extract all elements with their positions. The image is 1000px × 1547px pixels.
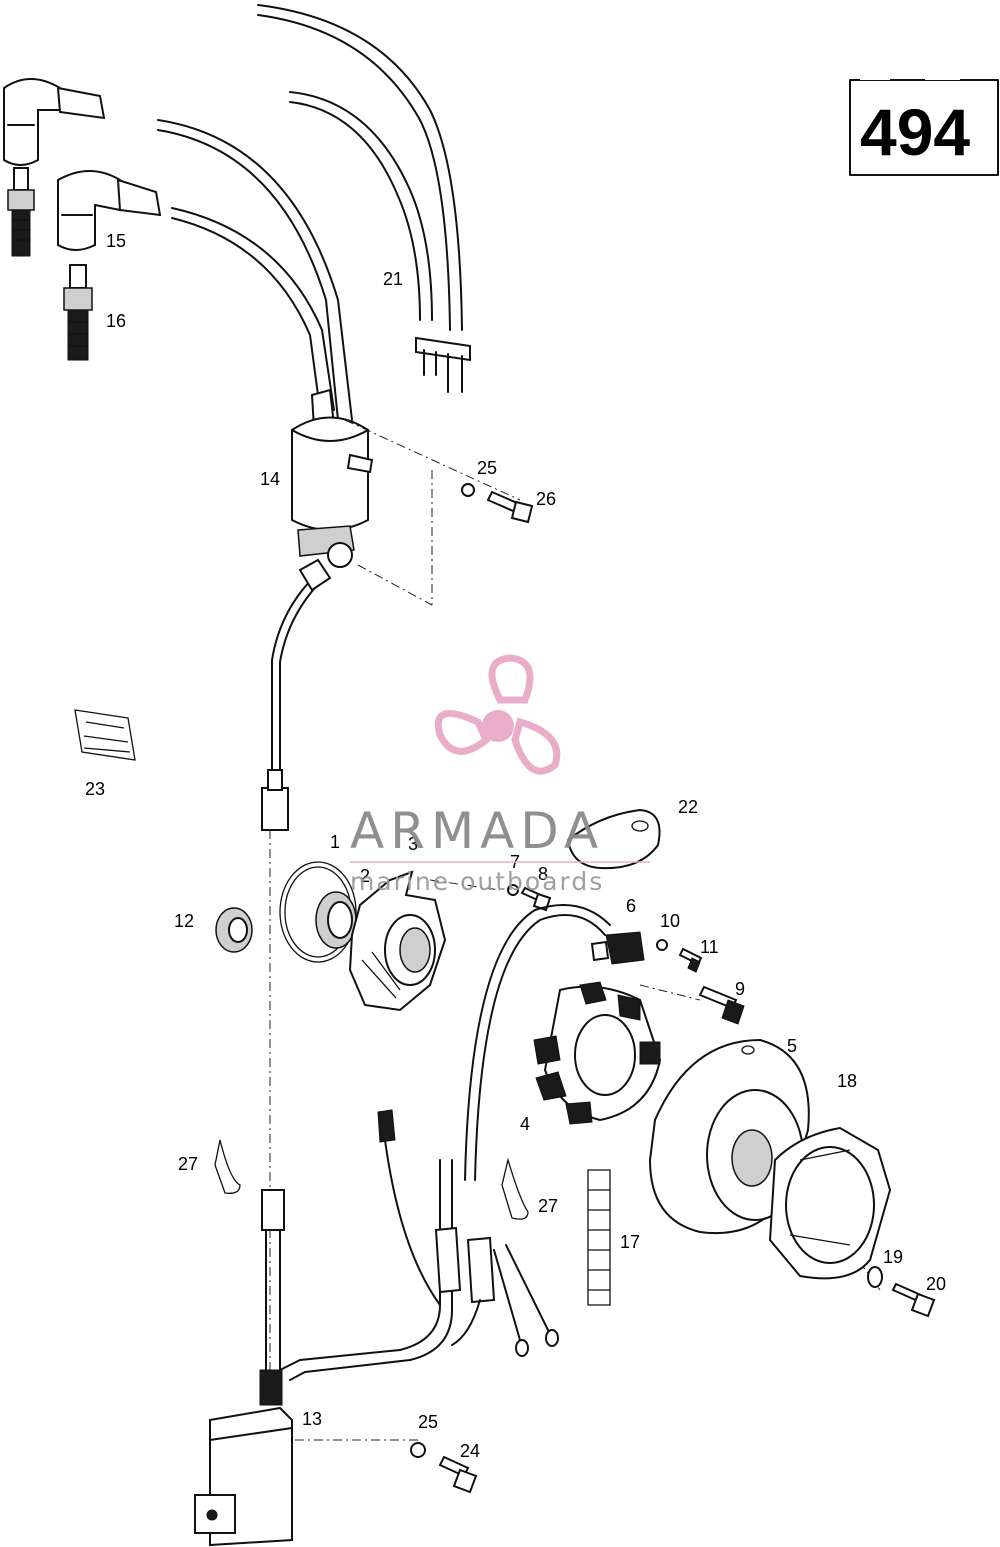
callout-9: 9 bbox=[735, 979, 745, 999]
callout-10: 10 bbox=[660, 911, 680, 931]
flywheel-nut-washer bbox=[867, 1266, 936, 1318]
callout-25a: 25 bbox=[477, 458, 497, 478]
callout-13: 13 bbox=[302, 1409, 322, 1429]
callout-27b: 27 bbox=[538, 1196, 558, 1216]
watermark: ARMADA marine outboards bbox=[350, 654, 650, 896]
ignition-coil bbox=[291, 388, 374, 568]
callout-17: 17 bbox=[620, 1232, 640, 1252]
propeller-logo-icon bbox=[434, 654, 561, 775]
callout-18: 18 bbox=[837, 1071, 857, 1091]
callout-3: 3 bbox=[408, 834, 418, 854]
callout-15: 15 bbox=[106, 231, 126, 251]
callout-8: 8 bbox=[538, 864, 548, 884]
callout-26: 26 bbox=[536, 489, 556, 509]
stator-screw bbox=[698, 985, 745, 1025]
callout-labels: 1 2 3 4 5 6 7 8 9 10 11 12 13 14 15 16 1… bbox=[85, 231, 946, 1461]
watermark-tagline: marine outboards bbox=[350, 867, 604, 896]
stator-base-plate bbox=[348, 870, 447, 1012]
spark-plug-cap-lower bbox=[57, 170, 162, 251]
callout-20: 20 bbox=[926, 1274, 946, 1294]
connector-left bbox=[214, 1139, 241, 1194]
callout-23: 23 bbox=[85, 779, 105, 799]
high-tension-leads bbox=[157, 4, 471, 421]
trigger-coil bbox=[464, 904, 645, 1181]
callout-6: 6 bbox=[626, 896, 636, 916]
grommet bbox=[215, 907, 253, 953]
flywheel-cover bbox=[768, 1126, 892, 1280]
decal-part bbox=[74, 709, 136, 761]
trigger-coil-screws bbox=[656, 939, 703, 973]
spark-plug-upper bbox=[7, 167, 35, 257]
watermark-brand: ARMADA bbox=[350, 802, 604, 860]
oil-seal bbox=[315, 891, 357, 949]
callout-24: 24 bbox=[460, 1441, 480, 1461]
callout-22: 22 bbox=[678, 797, 698, 817]
callout-25b: 25 bbox=[418, 1412, 438, 1432]
cdi-mounting-hardware bbox=[410, 1442, 478, 1494]
callout-12: 12 bbox=[174, 911, 194, 931]
spark-plug-cap-upper bbox=[3, 78, 106, 166]
cover-plate bbox=[566, 808, 661, 870]
callout-1: 1 bbox=[330, 832, 340, 852]
coil-mounting-hardware bbox=[461, 483, 534, 524]
cdi-module bbox=[194, 1369, 293, 1547]
spark-plug-lower bbox=[63, 264, 93, 361]
callout-27a: 27 bbox=[178, 1154, 198, 1174]
callout-4: 4 bbox=[520, 1114, 530, 1134]
callout-2: 2 bbox=[360, 866, 370, 886]
wiring-harness bbox=[261, 1109, 559, 1381]
callout-19: 19 bbox=[883, 1247, 903, 1267]
coil-primary-lead bbox=[261, 558, 332, 831]
callout-11: 11 bbox=[700, 937, 719, 957]
callout-21: 21 bbox=[383, 269, 403, 289]
callout-5: 5 bbox=[787, 1036, 797, 1056]
stator bbox=[533, 981, 662, 1125]
connector-right bbox=[501, 1157, 529, 1220]
page-number: 494 bbox=[860, 95, 970, 169]
spacer-stack bbox=[587, 1169, 611, 1306]
page-number-box: 494 bbox=[849, 76, 999, 176]
callout-16: 16 bbox=[106, 311, 126, 331]
callout-14: 14 bbox=[260, 469, 280, 489]
